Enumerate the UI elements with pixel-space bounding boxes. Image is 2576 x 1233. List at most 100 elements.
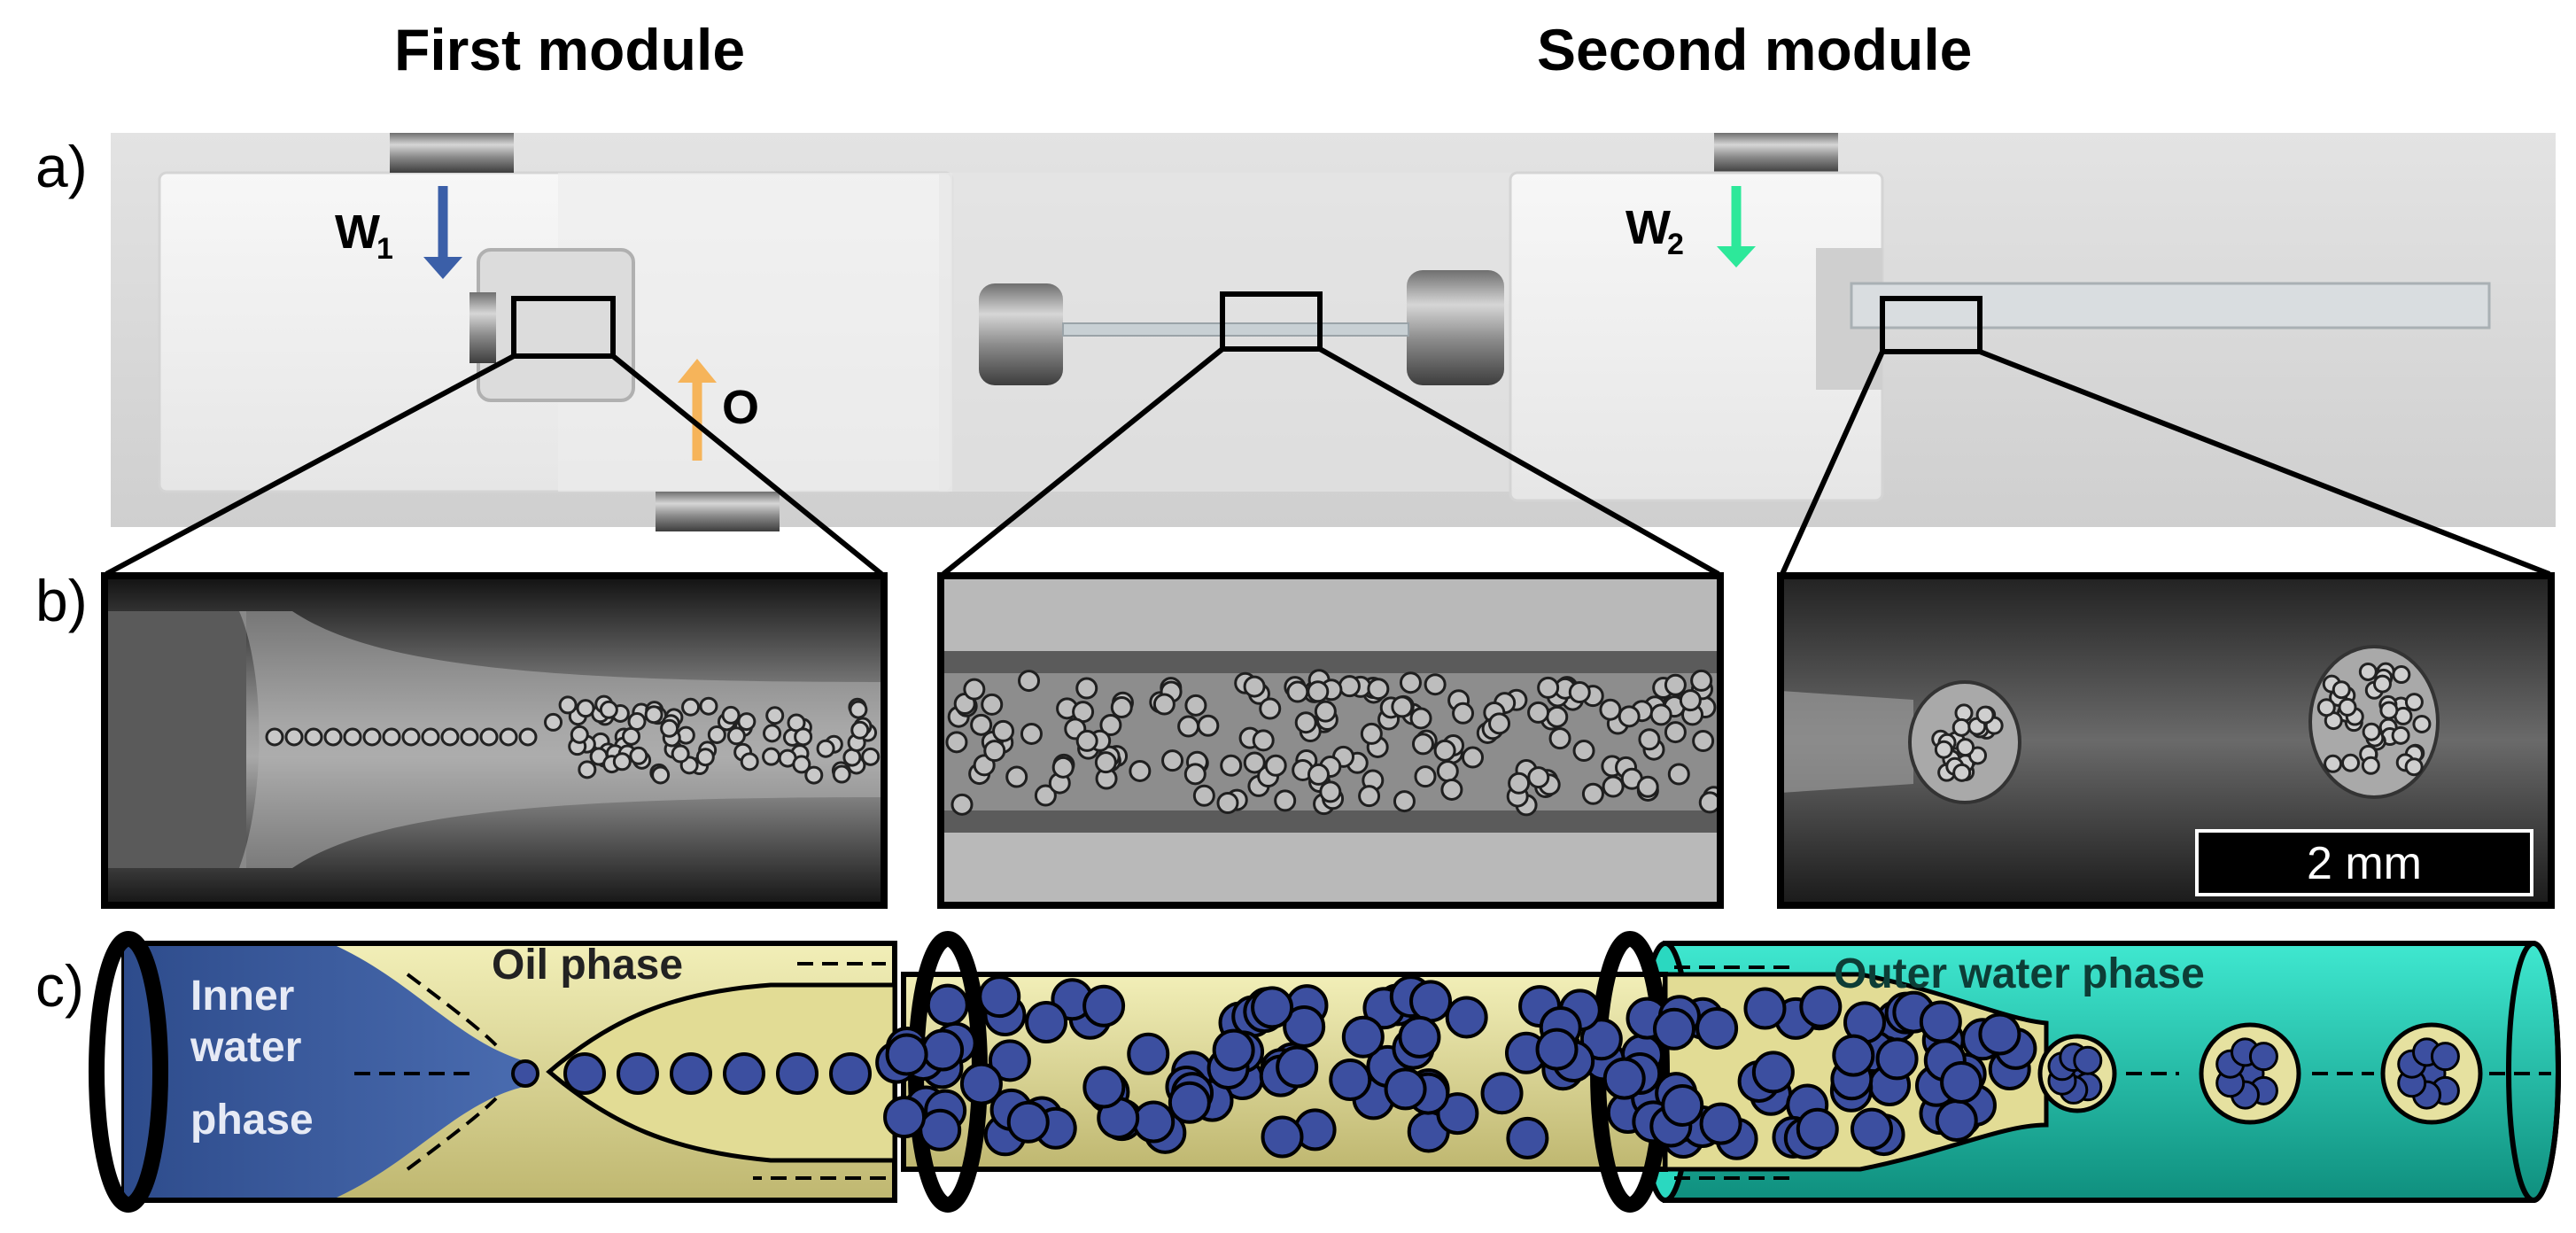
droplet [2412,714,2432,733]
zoom-box-3 [1880,296,1982,354]
collection-tube [1850,282,2491,330]
droplet [2362,722,2381,741]
zoom-line-3b [1978,349,2551,577]
droplet [382,727,401,747]
droplet [763,724,782,743]
droplet [1094,751,1117,774]
droplet [762,747,781,766]
droplet [1751,1051,1795,1094]
droplet [1602,1057,1646,1100]
droplet [2404,693,2424,712]
droplet [950,793,974,816]
droplet [421,727,440,747]
arrow-oil-curve-bottom [406,1097,498,1171]
droplet [1398,1015,1441,1059]
w2-arrow-head [1717,246,1756,268]
droplet [1452,702,1475,725]
droplet [1919,1000,1962,1043]
droplet [1259,697,1282,720]
outer-capillary-rim [2506,941,2561,1203]
droplet [1082,1066,1126,1109]
zoom-line-2b [1318,346,1720,577]
screw-bottom-left [656,492,780,531]
panel-c-label: c) [35,953,84,1019]
droplet [707,725,726,744]
droplet [1034,784,1057,807]
droplet [1796,1107,1839,1151]
inner-water-line-3: phase [190,1097,314,1144]
droplet [829,1052,872,1095]
droplet [832,764,851,784]
w2-label: W [1626,201,1671,254]
oil-arrow-head [678,359,717,383]
droplet [1618,705,1641,728]
droplet [970,713,993,736]
droplet [978,975,1021,1019]
droplet [617,1052,659,1095]
droplet [1695,1006,1739,1050]
droplet [2324,754,2343,773]
droplet [479,727,499,747]
droplet [1527,701,1550,724]
inner-water-region [124,946,531,1198]
droplet [1391,695,1414,718]
droplet [670,1052,712,1095]
droplet [323,727,343,747]
zoom-line-3a [1780,350,1885,576]
droplet [578,760,597,779]
droplet [511,1059,539,1088]
micrograph-2-border [937,572,1724,909]
zoom-lines [105,346,2551,577]
droplet [988,1039,1031,1082]
droplet [1409,980,1453,1023]
droplet [304,727,323,747]
droplet [2404,757,2424,777]
droplet [1952,763,1972,782]
micrograph-3-border [1777,572,2555,909]
micrograph-3-content [1781,645,2440,804]
droplet [1411,733,1434,756]
droplet [1956,738,1975,757]
droplet [919,1108,962,1152]
droplet [945,731,968,754]
droplet [629,746,648,765]
droplet [983,740,1006,763]
arrow-oil-curve-top [406,973,498,1047]
droplet [1832,1034,1875,1077]
droplet [1132,1100,1175,1144]
droplet [1579,1018,1623,1061]
droplet [612,752,632,772]
second-module-title: Second module [1537,17,1973,82]
droplet [1261,1115,1304,1159]
droplet [660,718,679,738]
micrograph-1-wall [105,611,246,868]
droplet [885,1033,928,1076]
droplet [1743,987,1787,1030]
screw-top-left [390,133,514,173]
droplet [1212,1028,1255,1072]
droplet [776,1052,819,1095]
droplet [1535,1028,1579,1071]
droplet [1508,772,1531,795]
droplet [1294,711,1317,734]
droplet [1341,1015,1385,1059]
droplet [1978,1012,2021,1056]
droplet [1799,985,1843,1028]
droplet [460,727,479,747]
droplet [2372,674,2392,694]
droplet [1664,673,1687,696]
droplet [1480,1072,1524,1115]
droplet [2248,1042,2278,1072]
droplet [644,705,663,725]
droplet [861,747,881,766]
micrograph-1-droplets [265,694,881,785]
droplet [1192,784,1215,807]
droplet [1445,996,1488,1039]
droplet [1264,754,1287,777]
droplet [981,693,1004,716]
droplet [1360,722,1383,745]
droplet [1319,780,1342,803]
first-module-fitting [469,292,496,363]
micrograph-1-taper [239,611,884,868]
